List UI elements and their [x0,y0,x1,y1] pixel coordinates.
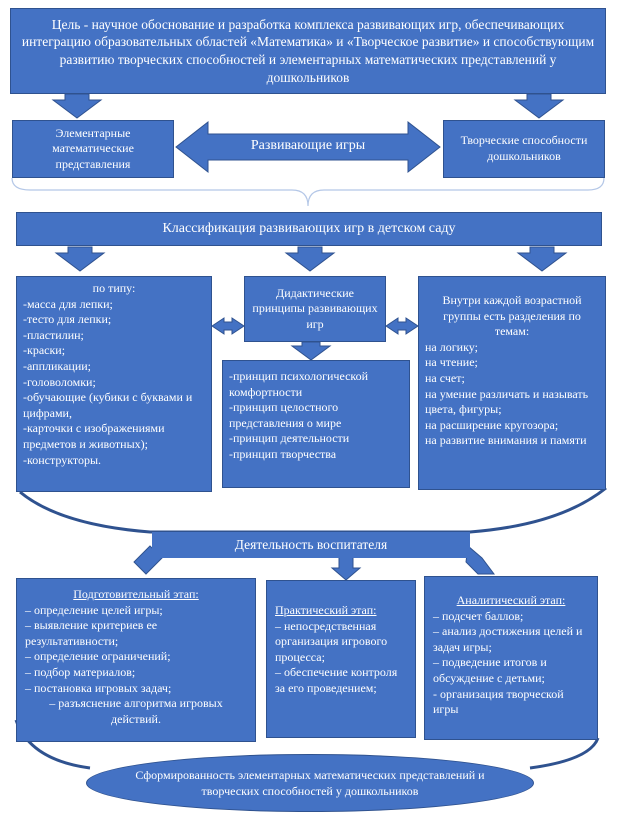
by-type-item: -аппликации; [23,358,91,373]
result-text: Сформированность элементарных математиче… [135,767,485,798]
age-groups-item: на расширение кругозора; [425,417,559,432]
arrow-to-analytic [465,545,495,575]
arrow-to-practical [330,556,362,581]
principle-item: -принцип целостного представления о мире [229,400,342,430]
didactic-box: Дидактические принципы развивающих игр [244,276,386,342]
age-groups-item: на развитие внимания и памяти [425,433,587,448]
prep-item: – подбор материалов; [25,664,136,679]
didactic-text: Дидактические принципы развивающих игр [252,285,378,331]
practical-item: – обеспечение контроля за его проведение… [275,665,398,695]
by-type-box: по типу: -масса для лепки; -тесто для ле… [16,276,212,492]
arrow-down-center-2 [284,246,336,272]
prep-item: – определение ограничений; [25,649,171,664]
result-oval: Сформированность элементарных математиче… [86,754,534,812]
prep-item: – разъяснение алгоритма игровых действий… [49,696,223,726]
goal-text: Цель - научное обоснование и разработка … [21,16,595,85]
arrow-down-left-2 [54,246,106,272]
classification-text: Классификация развивающих игр в детском … [162,220,456,236]
curve-connector [19,486,607,534]
principles-box: -принцип психологической комфортности -п… [222,360,410,488]
age-groups-item: на счет; [425,370,465,385]
practical-item: – непосредственная организация игрового … [275,618,388,664]
math-text: Элементарные математические представлени… [52,125,134,171]
principle-item: -принцип творчества [229,446,337,461]
analytic-item: - организация творческой игры [433,686,564,717]
arrow-double-right [385,317,419,335]
teacher-box: Деятельность воспитателя [152,532,470,558]
age-groups-item: на умение различать и называть цвета, фи… [425,386,589,417]
analytic-item: – анализ достижения целей и задач игры; [433,624,583,654]
prep-box: Подготовительный этап: – определение цел… [16,578,256,742]
games-double-arrow [175,120,441,174]
arrow-down-right-2 [516,246,568,272]
math-box: Элементарные математические представлени… [12,120,174,178]
by-type-title: по типу: [92,281,136,295]
classification-box: Классификация развивающих игр в детском … [16,212,602,246]
creative-box: Творческие способности дошкольников [443,120,605,178]
by-type-item: -головоломки; [23,374,96,389]
creative-text: Творческие способности дошкольников [460,133,588,163]
prep-item: – определение целей игры; [25,602,163,617]
by-type-item: -конструкторы. [23,452,102,467]
prep-item: – выявление критериев ее результативност… [25,618,158,648]
analytic-title: Аналитический этап: [456,593,566,607]
principle-item: -принцип психологической комфортности [229,369,369,399]
prep-item: – постановка игровых задач; [25,680,172,695]
by-type-item: -карточки с изображениями предметов и жи… [23,421,165,451]
principle-item: -принцип деятельности [229,431,350,446]
age-groups-item: на чтение; [425,355,478,370]
prep-title: Подготовительный этап: [73,587,199,601]
bracket [11,177,605,207]
by-type-item: -краски; [23,343,66,358]
age-groups-item: на логику; [425,339,478,354]
games-label: Развивающие игры [250,138,366,153]
practical-title: Практический этап: [275,603,377,617]
goal-box: Цель - научное обоснование и разработка … [10,8,606,94]
arrow-down-left-1 [51,93,103,119]
arrow-down-right-1 [513,93,565,119]
arrow-double-left [211,317,245,335]
by-type-item: -обучающие (кубики с буквами и цифрами, [23,390,193,420]
analytic-item: – подведение итогов и обсуждение с детьм… [433,655,547,685]
analytic-item: – подсчет баллов; [433,608,524,623]
analytic-box: Аналитический этап: – подсчет баллов; – … [424,576,598,740]
by-type-item: -тесто для лепки; [23,312,112,327]
practical-box: Практический этап: – непосредственная ор… [266,580,416,738]
teacher-text: Деятельность воспитателя [234,537,388,553]
by-type-item: -масса для лепки; [23,296,113,311]
age-groups-title: Внутри каждой возрастной группы есть раз… [442,293,582,339]
age-groups-box: Внутри каждой возрастной группы есть раз… [418,276,606,490]
arrow-down-didactic [290,341,332,361]
by-type-item: -пластилин; [23,327,84,342]
